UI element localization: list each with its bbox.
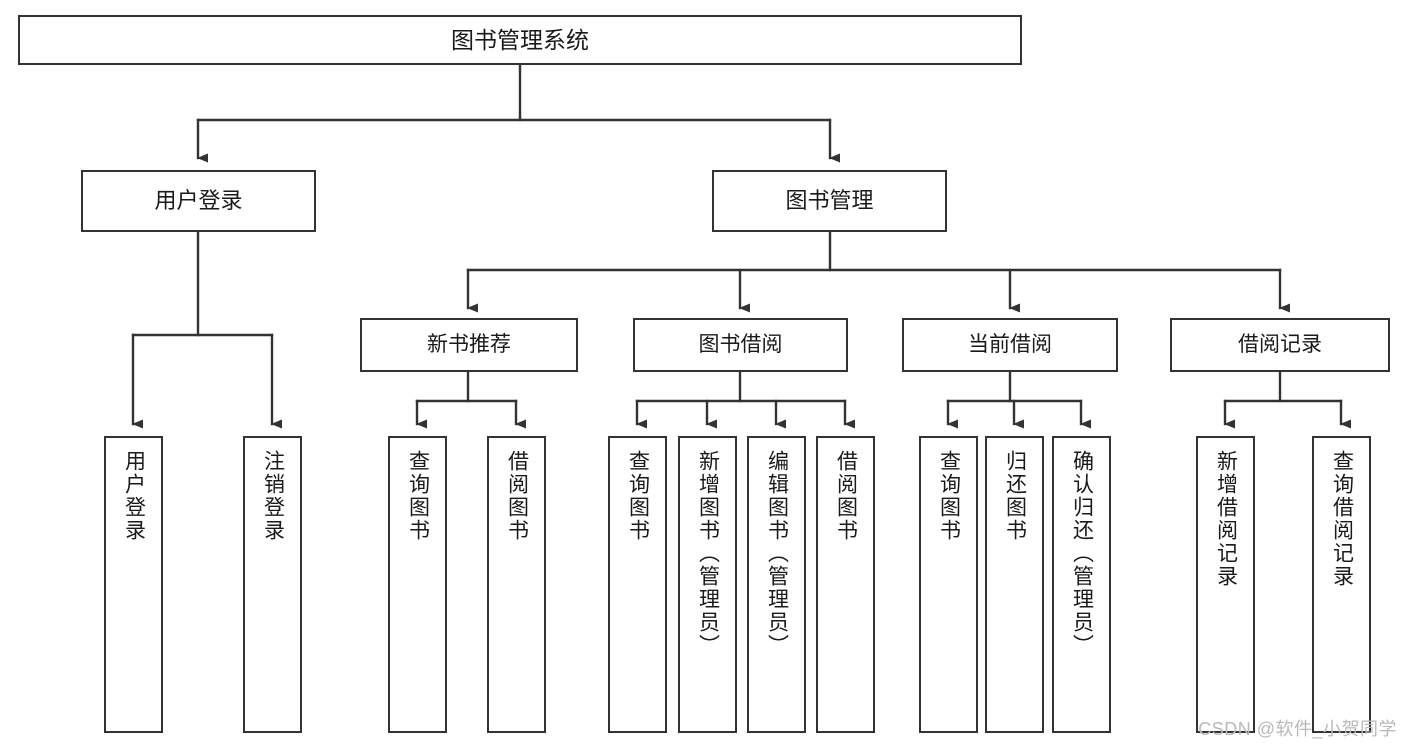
node-label: 查询图书 — [937, 450, 961, 542]
node-label: 图书借阅 — [698, 332, 783, 356]
node-label: 查询图书 — [626, 450, 650, 542]
node-leaf-user-login[interactable]: 用户登录 — [104, 436, 163, 733]
node-label: 新增图书（管理员） — [696, 450, 720, 657]
node-label: 注销登录 — [261, 450, 285, 542]
node-label: 新增借阅记录 — [1214, 450, 1238, 588]
node-leaf-edit-book-admin[interactable]: 编辑图书（管理员） — [747, 436, 806, 733]
node-label: 借阅图书 — [505, 450, 529, 542]
node-borrow-record[interactable]: 借阅记录 — [1170, 318, 1390, 372]
node-book-borrow[interactable]: 图书借阅 — [633, 318, 848, 372]
node-label: 借阅记录 — [1238, 332, 1322, 356]
node-label: 确认归还（管理员） — [1070, 450, 1094, 657]
node-leaf-confirm-return-admin[interactable]: 确认归还（管理员） — [1052, 436, 1111, 733]
node-current-borrow[interactable]: 当前借阅 — [902, 318, 1118, 372]
node-leaf-logout[interactable]: 注销登录 — [243, 436, 302, 733]
node-label: 借阅图书 — [834, 450, 858, 542]
node-label: 当前借阅 — [968, 332, 1052, 356]
node-label: 新书推荐 — [427, 332, 511, 356]
node-new-book-recommend[interactable]: 新书推荐 — [360, 318, 578, 372]
watermark-text: CSDN @软件_小贺同学 — [1198, 719, 1397, 739]
node-label: 归还图书 — [1003, 450, 1027, 542]
node-leaf-new-book-query[interactable]: 查询图书 — [388, 436, 447, 733]
node-label: 图书管理系统 — [451, 26, 589, 53]
node-leaf-add-book-admin[interactable]: 新增图书（管理员） — [678, 436, 737, 733]
node-label: 查询借阅记录 — [1330, 450, 1354, 588]
node-root-book-management-system[interactable]: 图书管理系统 — [18, 15, 1022, 65]
node-leaf-add-borrow-record[interactable]: 新增借阅记录 — [1196, 436, 1255, 733]
node-label: 查询图书 — [406, 450, 430, 542]
node-user-login[interactable]: 用户登录 — [81, 170, 316, 232]
node-leaf-new-book-borrow[interactable]: 借阅图书 — [487, 436, 546, 733]
node-leaf-current-query-book[interactable]: 查询图书 — [919, 436, 978, 733]
node-label: 图书管理 — [785, 188, 874, 214]
node-leaf-return-book[interactable]: 归还图书 — [985, 436, 1044, 733]
node-label: 编辑图书（管理员） — [765, 450, 789, 657]
node-leaf-borrow-query-book[interactable]: 查询图书 — [608, 436, 667, 733]
node-book-management[interactable]: 图书管理 — [712, 170, 947, 232]
node-label: 用户登录 — [122, 450, 146, 542]
node-leaf-query-borrow-record[interactable]: 查询借阅记录 — [1312, 436, 1371, 733]
node-label: 用户登录 — [154, 188, 243, 214]
node-leaf-borrow-book[interactable]: 借阅图书 — [816, 436, 875, 733]
